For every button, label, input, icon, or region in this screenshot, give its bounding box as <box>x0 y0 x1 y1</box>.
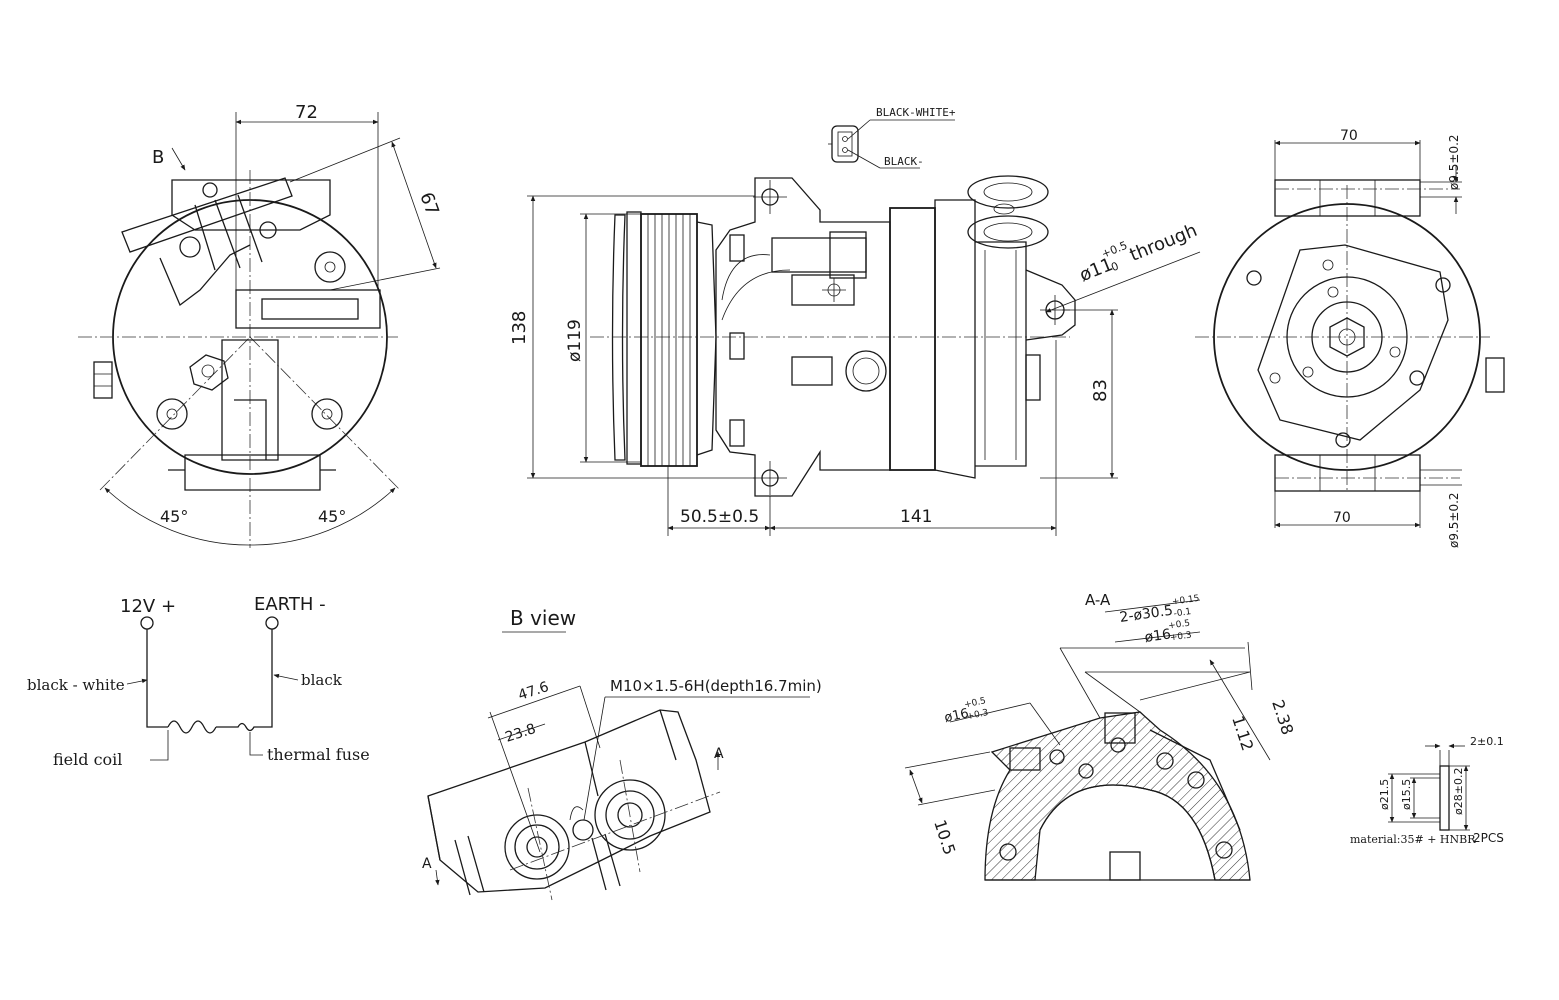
wire-label-black-white: BLACK-WHITE+ <box>876 106 956 119</box>
dim-bore: 2-ø30.5 <box>1119 603 1174 626</box>
dim-port-top: ø16 <box>1144 626 1172 646</box>
dim-pulley-dia: ø119 <box>565 319 585 362</box>
oring-material: material:35# + HNBR <box>1350 833 1476 846</box>
wire-black-white: black - white <box>27 676 125 694</box>
angle-left: 45° <box>160 507 188 526</box>
wire-black: black <box>301 671 343 689</box>
terminal-earth: EARTH - <box>254 594 326 615</box>
dim-67: 67 <box>415 190 443 219</box>
section-title: A-A <box>1085 591 1111 609</box>
rear-view: 70 ø9.5±0.2 70 ø9.5±0.2 <box>1195 128 1505 548</box>
thread-spec: M10×1.5-6H(depth16.7min) <box>610 677 822 695</box>
terminal-12v: 12V + <box>120 596 176 617</box>
main-body <box>934 199 976 479</box>
dim-hole-tol-upper: +0.5 <box>1100 239 1130 261</box>
o-ring-detail: 2±0.1 ø21.5 ø15.5 ø28±0.2 material:35# +… <box>1350 735 1504 846</box>
dim-clutch: 50.5±0.5 <box>680 507 759 527</box>
dim-138: 138 <box>509 311 530 345</box>
rear-bracket <box>1257 244 1449 441</box>
wiring-diagram: 12V + EARTH - black - white black field … <box>27 594 370 769</box>
view-marker-b: B <box>152 147 164 168</box>
dim-port-top-lower: +0.3 <box>1169 631 1192 644</box>
front-view: B 72 67 45° 45° <box>78 102 443 548</box>
dim-83: 83 <box>1090 379 1111 402</box>
top-port-block <box>121 177 293 253</box>
label-field-coil: field coil <box>53 750 122 769</box>
dim-top-width: 70 <box>1340 128 1358 144</box>
dim-bore-tol-upper: +0.15 <box>1171 594 1200 608</box>
dim-port-top-upper: +0.5 <box>1168 619 1191 632</box>
dim-72: 72 <box>295 102 318 123</box>
dim-47-6: 47.6 <box>516 679 551 704</box>
oring-inner: ø15.5 <box>1400 779 1413 810</box>
dim-bottom-hole: ø9.5±0.2 <box>1447 492 1461 548</box>
angle-right: 45° <box>318 507 346 526</box>
dim-141: 141 <box>900 507 932 527</box>
oring-section: ø28±0.2 <box>1452 768 1465 815</box>
dim-hole-tol-lower: 0 <box>1109 259 1120 274</box>
dim-hole-main: ø11 <box>1077 254 1116 286</box>
dim-bore-tol-lower: -0.1 <box>1173 607 1192 619</box>
dim-23-8: 23.8 <box>503 721 538 746</box>
section-body-hatch <box>984 711 1251 881</box>
dim-top-hole: ø9.5±0.2 <box>1447 134 1461 190</box>
dim-bottom-width: 70 <box>1333 510 1351 526</box>
oring-outer: ø21.5 <box>1378 779 1391 810</box>
dim-2-38: 2.38 <box>1268 697 1297 737</box>
b-view: B view A A 47.6 23.8 M10×1.5-6H(depth16.… <box>422 606 822 901</box>
oring-qty: 2PCS <box>1473 831 1504 845</box>
wire-label-black: BLACK- <box>884 155 924 168</box>
section-mark-a-top: A <box>714 746 724 762</box>
electrical-connector: BLACK-WHITE+ BLACK- <box>828 106 956 169</box>
dim-port-left-upper: +0.5 <box>963 696 986 710</box>
dim-hole-suffix: through <box>1127 220 1200 266</box>
clutch-pulley <box>611 211 717 467</box>
dim-port-left-lower: +0.3 <box>966 708 989 722</box>
b-view-title: B view <box>510 606 576 630</box>
dim-1-12: 1.12 <box>1228 713 1257 753</box>
section-mark-a-bottom: A <box>422 856 432 872</box>
b-view-block <box>427 709 711 893</box>
dim-port-left: ø16 <box>943 706 970 726</box>
oring-thickness: 2±0.1 <box>1470 735 1504 748</box>
side-view: BLACK-WHITE+ BLACK- <box>509 106 1200 536</box>
section-a-a: A-A 2-ø30.5 +0.15 -0.1 ø16 +0.5 <box>904 591 1297 881</box>
label-thermal-fuse: thermal fuse <box>267 745 370 764</box>
dim-10-5: 10.5 <box>930 817 959 857</box>
